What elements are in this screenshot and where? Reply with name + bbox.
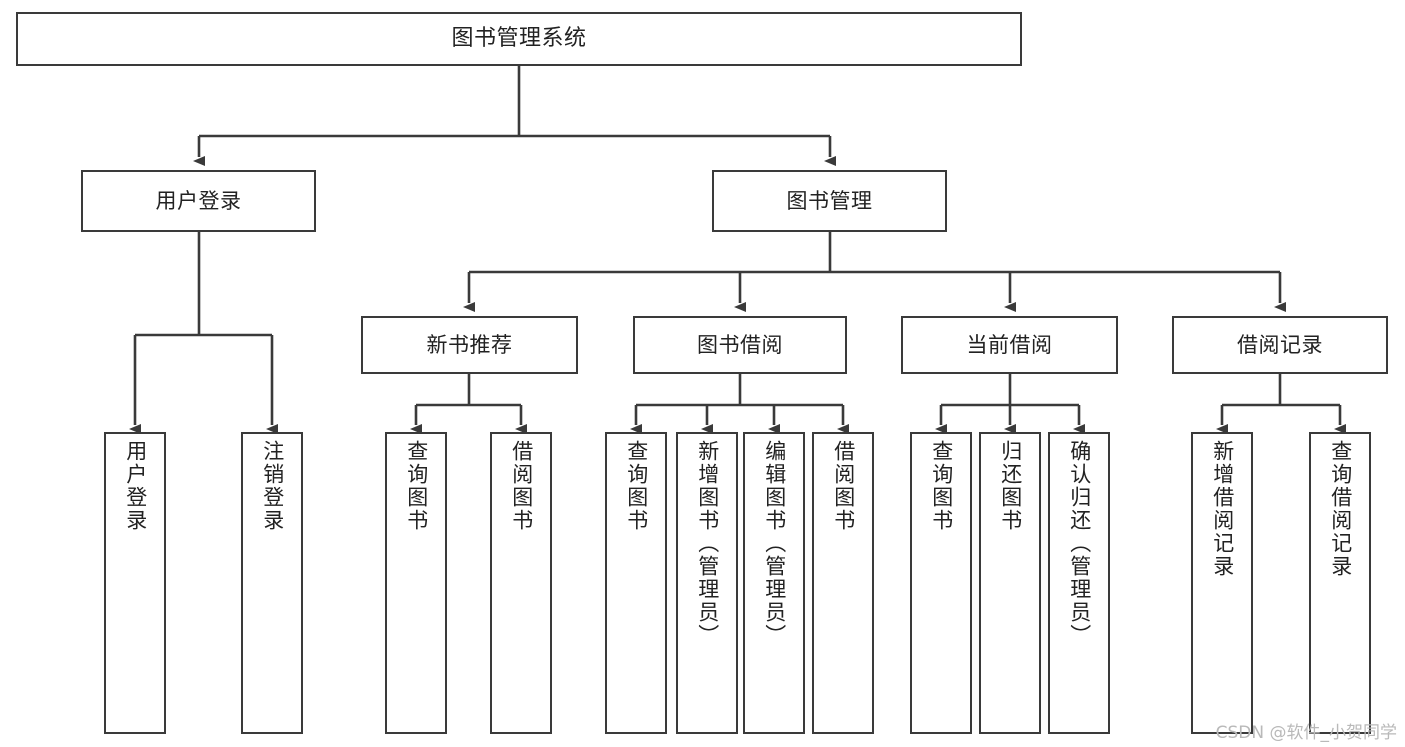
leaf-new-book-query-book[interactable]: 查询图书 bbox=[385, 432, 447, 734]
leaf-current-borrow-confirm-return-admin[interactable]: 确认归还（管理员） bbox=[1048, 432, 1110, 734]
csdn-watermark: CSDN @软件_小贺同学 bbox=[1215, 723, 1397, 743]
leaf-current-borrow-return-book[interactable]: 归还图书 bbox=[979, 432, 1041, 734]
leaf-borrow-record-query-record[interactable]: 查询借阅记录 bbox=[1309, 432, 1371, 734]
leaf-label: 借阅图书 bbox=[831, 440, 856, 532]
node-book-management[interactable]: 图书管理 bbox=[712, 170, 947, 232]
leaf-label: 借阅图书 bbox=[509, 440, 534, 532]
leaf-user-login-login[interactable]: 用户登录 bbox=[104, 432, 166, 734]
leaf-label: 查询图书 bbox=[624, 440, 649, 532]
node-label: 借阅记录 bbox=[1237, 332, 1323, 357]
leaf-book-borrow-add-book-admin[interactable]: 新增图书（管理员） bbox=[676, 432, 738, 734]
leaf-label: 用户登录 bbox=[123, 440, 148, 532]
leaf-label: 新增借阅记录 bbox=[1210, 440, 1235, 578]
node-new-book-recommend[interactable]: 新书推荐 bbox=[361, 316, 578, 374]
leaf-book-borrow-borrow-book[interactable]: 借阅图书 bbox=[812, 432, 874, 734]
node-label: 图书管理 bbox=[786, 188, 873, 213]
node-label: 用户登录 bbox=[155, 188, 242, 213]
leaf-label: 归还图书 bbox=[998, 440, 1023, 532]
node-root-book-management-system[interactable]: 图书管理系统 bbox=[16, 12, 1022, 66]
leaf-label: 查询图书 bbox=[404, 440, 429, 532]
leaf-user-login-logout[interactable]: 注销登录 bbox=[241, 432, 303, 734]
node-user-login[interactable]: 用户登录 bbox=[81, 170, 316, 232]
leaf-label: 编辑图书（管理员） bbox=[762, 440, 787, 647]
leaf-borrow-record-add-record[interactable]: 新增借阅记录 bbox=[1191, 432, 1253, 734]
node-borrow-record[interactable]: 借阅记录 bbox=[1172, 316, 1388, 374]
leaf-label: 查询图书 bbox=[929, 440, 954, 532]
leaf-label: 新增图书（管理员） bbox=[695, 440, 720, 647]
node-label: 图书管理系统 bbox=[451, 26, 587, 52]
node-label: 当前借阅 bbox=[966, 332, 1053, 357]
leaf-label: 确认归还（管理员） bbox=[1067, 440, 1092, 647]
leaf-label: 注销登录 bbox=[260, 440, 285, 532]
node-book-borrow[interactable]: 图书借阅 bbox=[633, 316, 847, 374]
node-current-borrow[interactable]: 当前借阅 bbox=[901, 316, 1118, 374]
leaf-new-book-borrow-book[interactable]: 借阅图书 bbox=[490, 432, 552, 734]
node-label: 图书借阅 bbox=[697, 332, 783, 357]
leaf-label: 查询借阅记录 bbox=[1328, 440, 1353, 578]
node-label: 新书推荐 bbox=[426, 332, 513, 357]
leaf-current-borrow-query-book[interactable]: 查询图书 bbox=[910, 432, 972, 734]
leaf-book-borrow-query-book[interactable]: 查询图书 bbox=[605, 432, 667, 734]
leaf-book-borrow-edit-book-admin[interactable]: 编辑图书（管理员） bbox=[743, 432, 805, 734]
